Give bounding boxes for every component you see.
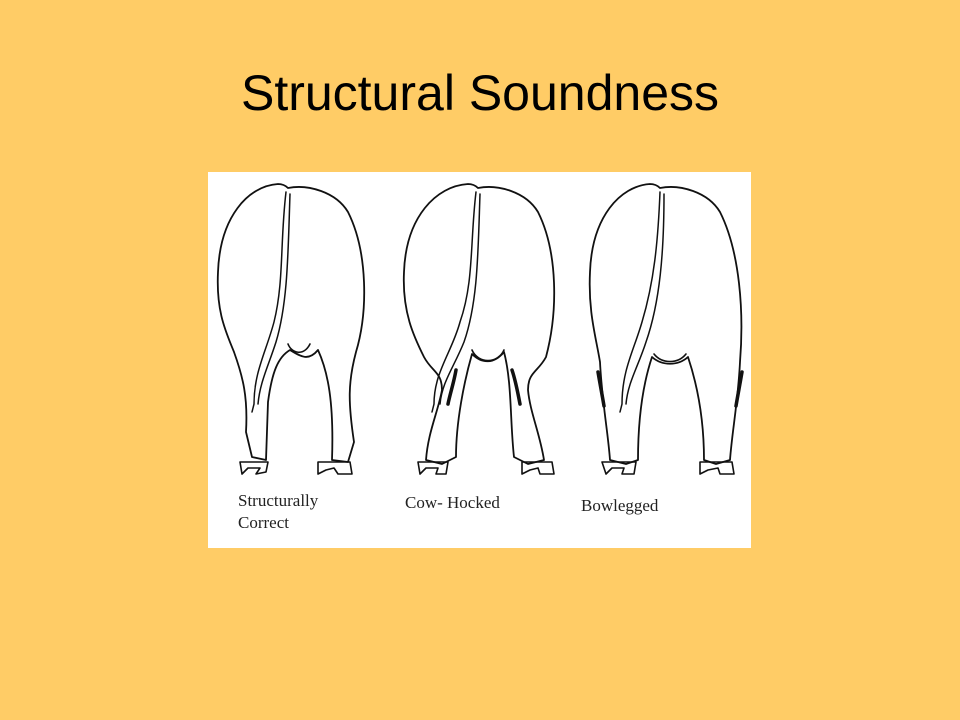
udder-cow-hocked <box>471 349 505 362</box>
caption-line: Cow- Hocked <box>405 493 500 512</box>
slide-title: Structural Soundness <box>240 65 720 121</box>
hock-mark-right-bowlegged <box>734 370 744 408</box>
tail-edge-bowlegged <box>625 193 665 405</box>
tail-bowlegged <box>619 191 661 413</box>
tail-edge-cow-hocked <box>439 193 481 405</box>
udder-bowlegged <box>653 353 687 363</box>
animal-cow-hocked <box>402 183 556 475</box>
tail-edge-correct <box>257 193 291 405</box>
hoof-right-bowlegged <box>699 461 735 475</box>
hoof-right-cow-hocked <box>521 461 555 475</box>
tail-cow-hocked <box>431 191 477 413</box>
caption-cow-hocked: Cow- Hocked <box>405 492 545 514</box>
udder-correct <box>287 343 311 354</box>
tail-correct <box>251 191 287 413</box>
caption-line: Bowlegged <box>581 496 659 515</box>
rump-outline-bowlegged <box>588 183 743 465</box>
hoof-left-cow-hocked <box>417 461 449 475</box>
caption-bowlegged: Bowlegged <box>581 495 721 517</box>
animal-bowlegged <box>588 183 744 475</box>
caption-line: Structurally <box>238 491 319 510</box>
caption-structurally-correct: Structurally Correct <box>238 490 368 534</box>
caption-line: Correct <box>238 513 289 532</box>
hock-mark-left-cow-hocked <box>446 368 458 406</box>
hock-mark-right-cow-hocked <box>510 368 522 406</box>
hock-mark-left-bowlegged <box>596 370 606 408</box>
hoof-left-correct <box>239 461 269 475</box>
hoof-left-bowlegged <box>601 461 637 475</box>
diagram-illustration <box>216 183 744 475</box>
animal-structurally-correct <box>216 183 366 475</box>
cattle-hind-view-diagram: Structurally Correct Cow- Hocked Bowlegg… <box>208 172 751 548</box>
rump-outline-correct <box>216 183 366 463</box>
hoof-right-correct <box>317 461 353 475</box>
